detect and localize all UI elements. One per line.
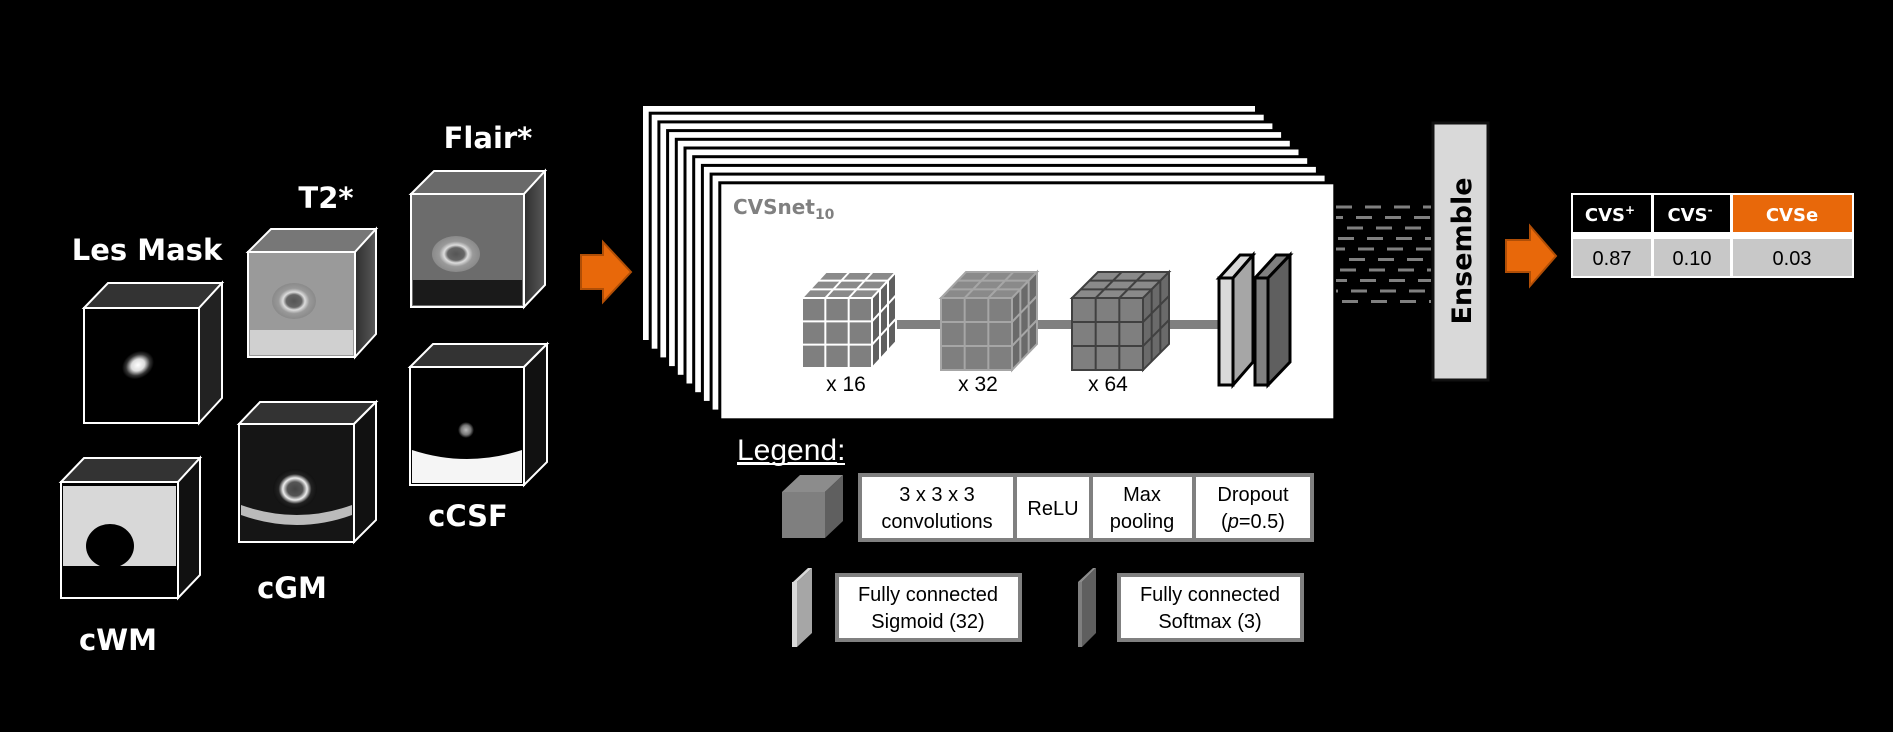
fc-sigmoid-legend-icon [792, 568, 812, 647]
conv-block-label: x 64 [1088, 373, 1128, 396]
legend: Legend: 3 x 3 x 3 convolutions ReLU Max … [737, 434, 1314, 647]
legend-text: Max [1123, 484, 1161, 506]
connector [872, 320, 942, 329]
legend-text: 3 x 3 x 3 [899, 484, 975, 506]
value-cvs-minus: 0.10 [1673, 248, 1712, 270]
input-label-flair: Flair* [444, 121, 533, 155]
input-cube-les-mask [81, 280, 225, 426]
legend-title: Legend: [737, 434, 845, 467]
legend-cell-fc-softmax [1121, 577, 1300, 638]
legend-text: Fully connected [858, 584, 998, 606]
header-cell-cvs-minus [1654, 195, 1730, 232]
conv-block-16 [799, 269, 899, 371]
input-cube-flair [408, 168, 548, 310]
arrow-right-icon [1505, 223, 1558, 289]
value-cvs-plus: 0.87 [1593, 248, 1632, 270]
network-title: CVSnet10 [733, 195, 835, 223]
ensemble-box: Ensemble [1431, 121, 1490, 382]
ensemble-label: Ensemble [1447, 177, 1478, 324]
ensemble-connections [1336, 205, 1431, 303]
legend-text: Dropout [1217, 484, 1289, 506]
legend-cell-fc-sigmoid [839, 577, 1018, 638]
legend-text: (p=0.5) [1221, 511, 1285, 533]
value-cell [1573, 239, 1651, 276]
header-cvs-minus: CVS- [1667, 203, 1712, 226]
header-cell-cvs-plus [1573, 195, 1651, 232]
conv-block-32 [938, 269, 1040, 373]
legend-cell-max-pooling [1093, 477, 1192, 538]
input-label-cgm: cGM [257, 571, 327, 605]
legend-cell-dropout [1196, 477, 1310, 538]
input-label-les-mask: Les Mask [72, 233, 223, 267]
input-label-cwm: cWM [79, 623, 157, 657]
conv-block-64 [1069, 269, 1172, 373]
value-cvse: 0.03 [1773, 248, 1812, 270]
connector [1143, 320, 1219, 329]
fc-softmax-layer [1251, 251, 1294, 389]
input-label-ccsf: cCSF [428, 499, 508, 533]
input-label-t2star: T2* [298, 181, 353, 215]
fc-softmax-legend-icon [1078, 568, 1096, 647]
input-cube-cwm [58, 455, 203, 601]
conv-block-label: x 32 [958, 373, 998, 396]
value-cell [1733, 239, 1852, 276]
header-cvse: CVSe [1766, 205, 1818, 226]
conv-block-label: x 16 [826, 373, 866, 396]
output-probability-table: CVS+ CVS- CVSe 0.87 0.10 0.03 [1571, 193, 1854, 278]
legend-text: Softmax (3) [1158, 611, 1261, 633]
legend-text: pooling [1110, 511, 1175, 533]
header-cvs-plus: CVS+ [1585, 203, 1635, 226]
header-cell-cvse [1733, 195, 1852, 232]
legend-text: convolutions [881, 511, 992, 533]
arrow-right-icon [580, 239, 633, 305]
legend-text: ReLU [1027, 498, 1078, 520]
legend-cell-convolutions [862, 477, 1013, 538]
conv-block-legend-icon [782, 475, 843, 538]
legend-cell-relu [1017, 477, 1089, 538]
legend-text: Sigmoid (32) [871, 611, 984, 633]
cvsnet-front-panel: CVSnet10 x 16 x 32 x 64 [733, 195, 1294, 396]
legend-text: Fully connected [1140, 584, 1280, 606]
input-cube-ccsf [407, 341, 550, 488]
input-cube-t2star [245, 226, 379, 360]
connector [1012, 320, 1072, 329]
fc-sigmoid-layer [1215, 250, 1257, 390]
input-cube-cgm [236, 399, 379, 545]
value-cell [1654, 239, 1730, 276]
